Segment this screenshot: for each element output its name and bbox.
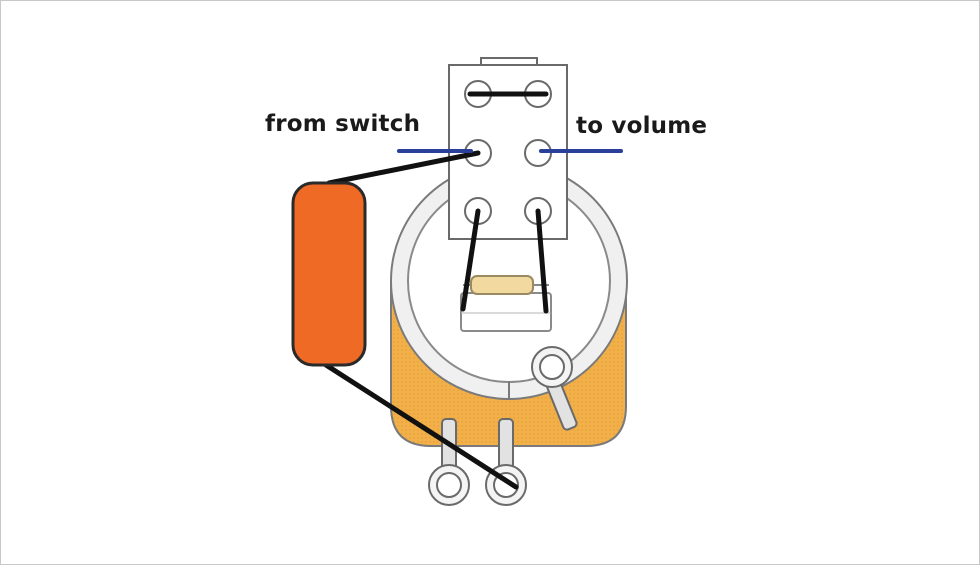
wire-resistor-right: [535, 208, 549, 314]
label-to-volume: to volume: [576, 113, 708, 139]
resistor: [463, 275, 549, 295]
label-from-switch: from switch: [265, 111, 421, 137]
wire-cap-to-pot: [323, 362, 519, 490]
wire-resistor-left: [460, 208, 481, 312]
wire-switch-to-cap: [326, 150, 481, 186]
resistor-body: [470, 275, 534, 295]
pot-lug-right-hole: [539, 354, 565, 380]
capacitor: [291, 181, 367, 367]
switch-actuator: [460, 292, 552, 332]
pot-lugs: [428, 346, 578, 506]
wires: [323, 91, 549, 490]
pot-lug-left-hole: [436, 472, 462, 498]
